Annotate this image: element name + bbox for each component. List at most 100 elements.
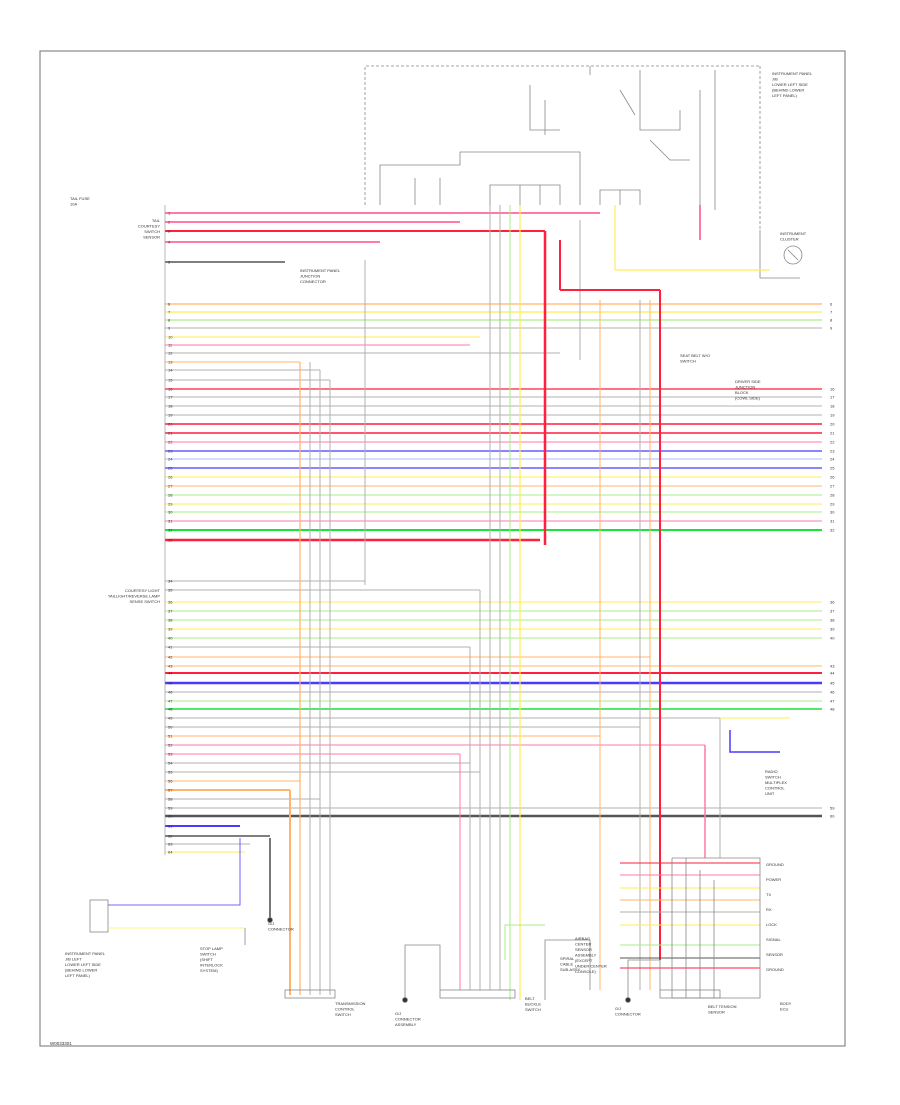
- bottom-component-label: J/B LEFT: [65, 957, 82, 962]
- pin-number-right: 37: [830, 609, 835, 614]
- bottom-component-label: SWITCH: [525, 1007, 541, 1012]
- pin-number-left: 26: [168, 475, 173, 480]
- left-pin-numbers: 1234567891011121314151617181920212223242…: [168, 211, 173, 855]
- pin-number-left: 48: [168, 707, 173, 712]
- bottom-component-label: CABLE: [560, 962, 573, 967]
- pin-number-right: 27: [830, 484, 835, 489]
- pin-number-left: 7: [168, 310, 171, 315]
- bottom-component-label: INTERLOCK: [200, 963, 223, 968]
- pin-number-right: 31: [830, 519, 835, 524]
- pin-number-right: 36: [830, 600, 835, 605]
- mid-left-label: COURTESY LIGHT: [125, 588, 161, 593]
- bottom-component-label: BELT: [525, 996, 535, 1001]
- mid-left-label: TAILLIGHT/REVERSE LAMP: [108, 594, 160, 599]
- pin-number-left: 22: [168, 440, 173, 445]
- bottom-component-label: SENSOR: [708, 1010, 725, 1015]
- left-input-label: COURTESY: [138, 224, 160, 229]
- bottom-connectors: [284, 939, 721, 1003]
- pin-number-left: 21: [168, 431, 173, 436]
- pin-number-left: 30: [168, 510, 173, 515]
- pin-number-left: 24: [168, 457, 173, 462]
- pin-number-right: 38: [830, 618, 835, 623]
- pin-number-right: 8: [830, 318, 833, 323]
- pin-number-right: 30: [830, 510, 835, 515]
- pin-number-left: 55: [168, 770, 173, 775]
- wire-vertical: [729, 730, 780, 753]
- pin-number-left: 8: [168, 318, 171, 323]
- pin-number-right: 45: [830, 681, 835, 686]
- pin-number-right: 6: [830, 302, 833, 307]
- pin-number-right: 18: [830, 404, 835, 409]
- pin-number-left: 62: [168, 834, 173, 839]
- pin-number-left: 35: [168, 588, 173, 593]
- pin-number-left: 39: [168, 627, 173, 632]
- bottom-component-label: G/J: [395, 1011, 401, 1016]
- instrument-panel-label: INSTRUMENT PANEL: [300, 268, 341, 273]
- component-labels: TAIL FUSE10ATAILCOURTESYSWITCHSENSORINST…: [65, 71, 813, 1027]
- pin-number-right: 29: [830, 502, 835, 507]
- left-input-label: SWITCH: [144, 229, 160, 234]
- pin-number-left: 58: [168, 797, 173, 802]
- pin-number-right: 19: [830, 413, 835, 418]
- bottom-component-label: ECU: [780, 1007, 789, 1012]
- pin-number-left: 5: [168, 260, 171, 265]
- pin-number-right: 44: [830, 671, 835, 676]
- wire-vertical: [504, 924, 545, 960]
- pin-number-left: 15: [168, 378, 173, 383]
- pin-number-left: 56: [168, 779, 173, 784]
- bottom-left-switch: [89, 838, 273, 945]
- pin-number-left: 41: [168, 645, 173, 650]
- top-switch-cluster: [364, 65, 761, 230]
- bottom-component-label: TRANSMISSION: [335, 1001, 366, 1006]
- right-top-label: LOWER LEFT SIDE: [772, 82, 808, 87]
- seat-belt-label: SWITCH: [680, 359, 696, 364]
- airbag-label: CONSOLE): [575, 969, 597, 974]
- bottom-component-label: SWITCH: [200, 952, 216, 957]
- pin-number-right: 59: [830, 806, 835, 811]
- airbag-label: SENSOR: [575, 947, 592, 952]
- pin-number-left: 49: [168, 716, 173, 721]
- pin-number-left: 14: [168, 368, 173, 373]
- body-ecu-pin-label: TX: [766, 892, 771, 897]
- right-top-label: INSTRUMENT PANEL: [772, 71, 813, 76]
- lower-right-label: SWITCH: [765, 775, 781, 780]
- pin-number-right: 46: [830, 690, 835, 695]
- instrument-panel-label: JUNCTION: [300, 274, 320, 279]
- top-left-label: TAIL FUSE: [70, 196, 90, 201]
- seat-belt-label: SEAT BELT W/O: [680, 353, 710, 358]
- bottom-component-label: SYSTEM): [200, 968, 218, 973]
- pin-number-left: 13: [168, 360, 173, 365]
- right-pin-numbers: 6789161718192021222324252627282930313236…: [830, 302, 835, 819]
- horizontal-wire-bundle: [164, 205, 822, 855]
- pin-number-right: 40: [830, 636, 835, 641]
- pin-number-left: 19: [168, 413, 173, 418]
- pin-number-left: 63: [168, 842, 173, 847]
- pin-number-right: 39: [830, 627, 835, 632]
- bottom-component-label: LEFT PANEL): [65, 973, 91, 978]
- bottom-component-label: CONNECTOR: [268, 927, 294, 932]
- pin-number-right: 25: [830, 466, 835, 471]
- pin-number-left: 40: [168, 636, 173, 641]
- bottom-component-label: LOWER LEFT SIDE: [65, 962, 101, 967]
- pin-number-left: 28: [168, 493, 173, 498]
- bottom-component-label: G/J: [615, 1006, 621, 1011]
- pin-number-right: 43: [830, 664, 835, 669]
- body-ecu-pin-label: RX: [766, 907, 772, 912]
- pin-number-left: 11: [168, 343, 173, 348]
- pin-number-right: 48: [830, 707, 835, 712]
- instrument-cluster-symbol: [759, 230, 803, 279]
- lower-right-label: RADIO: [765, 769, 778, 774]
- pin-number-right: 9: [830, 326, 833, 331]
- instrument-cluster-label: CLUSTER: [780, 237, 799, 242]
- bottom-component-label: INSTRUMENT PANEL: [65, 951, 106, 956]
- pin-number-left: 45: [168, 681, 173, 686]
- body-ecu-pin-label: SIGNAL: [766, 937, 781, 942]
- pin-number-left: 33: [168, 538, 173, 543]
- right-mid-label: (COWL SIDE): [735, 396, 761, 401]
- pin-number-left: 32: [168, 528, 173, 533]
- body-ecu-pin-label: GROUND: [766, 862, 784, 867]
- pin-number-right: 47: [830, 699, 835, 704]
- bottom-component-label: SUB-ASSY: [560, 967, 581, 972]
